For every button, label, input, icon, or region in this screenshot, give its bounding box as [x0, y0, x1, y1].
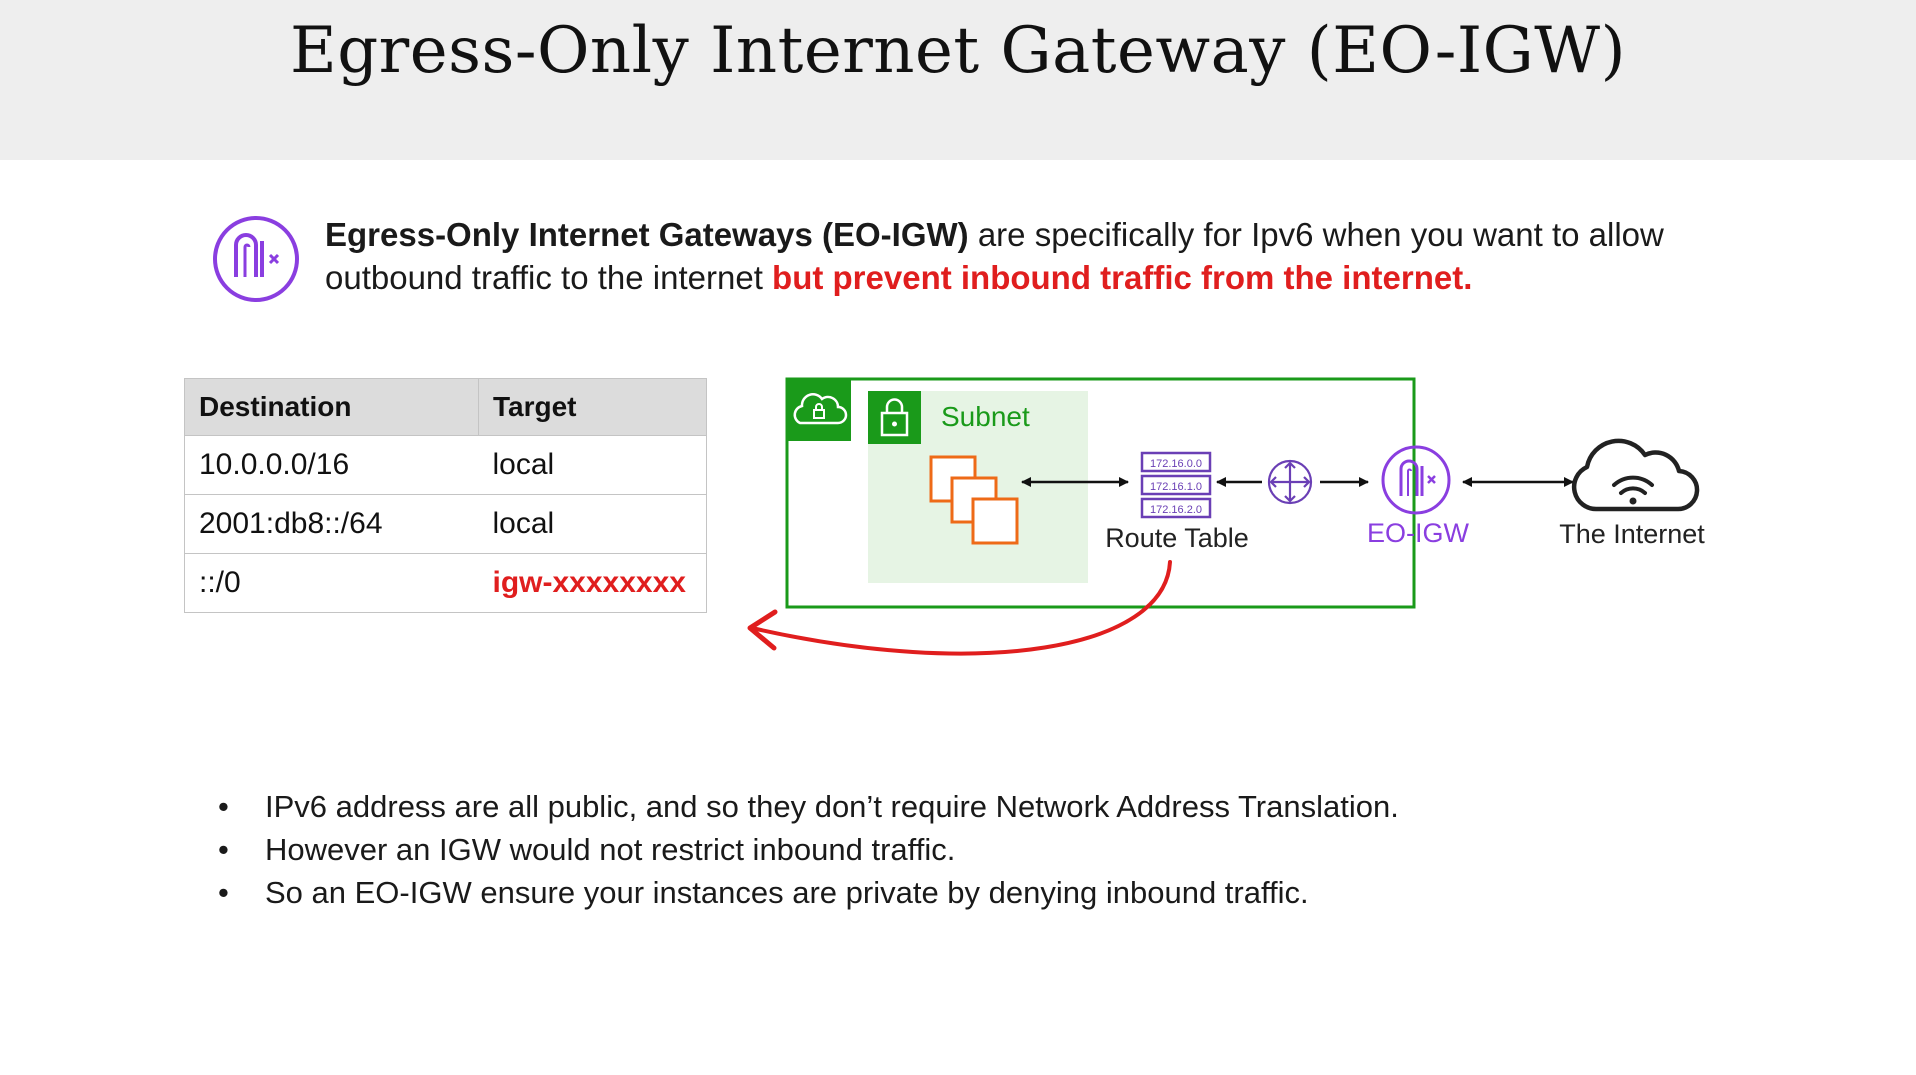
router-icon — [1267, 459, 1313, 505]
ec2-instances-icon — [929, 455, 1019, 545]
route-link-arrowhead — [747, 609, 778, 651]
route-entry: 172.16.2.0 — [1150, 504, 1202, 516]
destination-cell: 10.0.0.0/16 — [184, 435, 479, 495]
target-cell-highlight: igw-xxxxxxxx — [478, 553, 707, 613]
vpc-boundary — [785, 377, 1416, 609]
intro-bold: Egress-Only Internet Gateways (EO-IGW) — [325, 216, 969, 253]
bullet-item: IPv6 address are all public, and so they… — [215, 785, 1399, 828]
header-target: Target — [478, 378, 707, 436]
route-entry: 172.16.1.0 — [1150, 481, 1202, 493]
page-title: Egress-Only Internet Gateway (EO-IGW) — [289, 14, 1627, 88]
internet-label: The Internet — [1559, 519, 1705, 549]
header-destination: Destination — [184, 378, 479, 436]
target-cell: local — [478, 494, 707, 554]
bullet-list: IPv6 address are all public, and so they… — [215, 785, 1399, 914]
route-table-label: Route Table — [1105, 523, 1249, 553]
route-table-icon: 172.16.0.0 172.16.1.0 172.16.2.0 — [1140, 451, 1212, 519]
eo-igw-label: EO-IGW — [1367, 518, 1470, 548]
destination-cell: 2001:db8::/64 — [184, 494, 479, 554]
intro-rest: are specifically for Ipv6 when you want … — [325, 216, 1664, 296]
table-row: ::/0 igw-xxxxxxxx — [184, 553, 707, 613]
table-row: 2001:db8::/64 local — [184, 494, 707, 554]
egress-only-gateway-icon — [213, 216, 299, 302]
target-cell: local — [478, 435, 707, 495]
intro-text: Egress-Only Internet Gateways (EO-IGW) a… — [325, 213, 1745, 299]
route-table-header: Destination Target — [184, 378, 707, 436]
subnet-box — [868, 391, 1088, 583]
table-row: 10.0.0.0/16 local — [184, 435, 707, 495]
subnet-label: Subnet — [941, 401, 1030, 432]
bullet-item: However an IGW would not restrict inboun… — [215, 828, 1399, 871]
bullet-item: So an EO-IGW ensure your instances are p… — [215, 871, 1399, 914]
subnet-lock-icon — [868, 391, 921, 444]
route-table: Destination Target 10.0.0.0/16 local 200… — [184, 378, 707, 613]
destination-cell: ::/0 — [184, 553, 479, 613]
vpc-cloud-icon — [787, 379, 851, 441]
internet-cloud-icon — [1571, 438, 1700, 512]
title-bar: Egress-Only Internet Gateway (EO-IGW) — [0, 0, 1916, 160]
intro-warning: but prevent inbound traffic from the int… — [772, 259, 1473, 296]
route-link-arrow — [750, 560, 1172, 656]
route-entry: 172.16.0.0 — [1150, 458, 1202, 470]
eo-igw-icon — [1381, 445, 1451, 515]
